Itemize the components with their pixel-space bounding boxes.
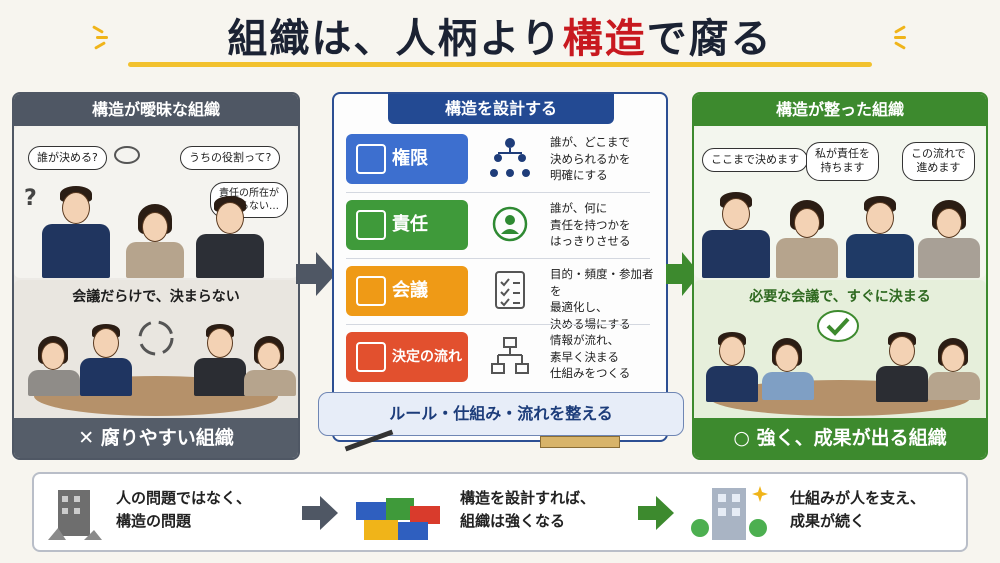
meeting-woman-figure	[760, 338, 816, 400]
authority-row: 権限 誰が、どこまで 決められるかを 明確にする	[346, 130, 656, 186]
page-title: 組織は、人柄より構造で腐る	[0, 6, 1000, 64]
row-description: 誰が、何に 責任を持つかを はっきりさせる	[550, 201, 631, 249]
panel-header: 構造が曖昧な組織	[14, 94, 298, 126]
meeting-scene: 会議だらけで、決まらない	[14, 280, 298, 420]
panel-header: 構造を設計する	[388, 94, 614, 124]
responsibility-tag: 責任	[346, 200, 468, 250]
flow-icon	[356, 342, 386, 372]
title-highlight: 構造	[562, 16, 647, 62]
authority-tag: 権限	[346, 134, 468, 184]
org-chart-icon	[490, 138, 530, 177]
confident-man-figure	[698, 192, 774, 278]
sparkle-icon	[92, 22, 114, 50]
flowchart-icon	[491, 337, 529, 374]
right-arrow-icon	[638, 496, 674, 530]
speech-bubble: この流れで 進めます	[902, 142, 975, 181]
speech-bubble: 私が責任を 持ちます	[806, 142, 879, 181]
divider	[346, 258, 650, 259]
confident-team-scene: ここまで決めます 私が責任を 持ちます この流れで 進めます	[694, 126, 986, 278]
ruler-icon	[540, 436, 620, 448]
meeting-man-figure	[872, 332, 932, 402]
sparkle-icon	[888, 22, 910, 50]
caption-bar: ○ 強く、成果が出る組織	[694, 418, 986, 458]
title-pre: 組織は、人柄より	[227, 16, 563, 62]
row-description: 目的・頻度・参加者を 最適化し、 決める場にする	[550, 267, 654, 332]
divider	[346, 324, 650, 325]
rules-banner: ルール・仕組み・流れを整える	[318, 392, 684, 436]
row-description: 誰が、どこまで 決められるかを 明確にする	[550, 135, 631, 183]
check-bubble-icon	[817, 310, 859, 342]
summary-bar: 人の問題ではなく、 構造の問題 構造を設計すれば、 組織は強くなる 仕組みが人を…	[32, 472, 968, 552]
right-arrow-icon	[296, 252, 336, 296]
meeting-man-figure	[76, 324, 136, 396]
meeting-tag: 会議	[346, 266, 468, 316]
clipboard-icon	[356, 210, 386, 240]
summary-text: 仕組みが人を支え、 成果が続く	[790, 489, 926, 530]
decision-flow-tag: 決定の流れ	[346, 332, 468, 382]
speech-bubble: ここまで決めます	[702, 148, 808, 173]
target-person-icon	[492, 206, 528, 242]
ambiguous-structure-panel: 構造が曖昧な組織 誰が決める? うちの役割って? 責任の所在が 分からない… ?…	[12, 92, 300, 460]
scene-label: 会議だらけで、決まらない	[72, 289, 240, 305]
meeting-woman-figure	[242, 336, 298, 396]
organized-structure-panel: 構造が整った組織 ここまで決めます 私が責任を 持ちます この流れで 進めます …	[692, 92, 988, 460]
flag-icon	[356, 144, 386, 174]
meeting-woman-figure	[24, 336, 84, 396]
summary-text: 人の問題ではなく、 構造の問題	[116, 489, 252, 530]
confident-man-figure	[842, 196, 918, 278]
title-post: で腐る	[646, 16, 773, 62]
meeting-man-figure	[190, 324, 250, 396]
right-arrow-icon	[302, 496, 338, 530]
confident-woman-figure	[772, 200, 842, 278]
meeting-row: 会議 目的・頻度・参加者を 最適化し、 決める場にする	[346, 262, 656, 331]
worried-man-figure	[190, 196, 270, 278]
scene-label: 必要な会議で、すぐに決まる	[749, 289, 931, 305]
confident-woman-figure	[914, 200, 984, 278]
meeting-man-figure	[702, 332, 762, 402]
decision-flow-row: 決定の流れ 情報が流れ、 素早く決まる 仕組みをつくる	[346, 328, 656, 384]
design-structure-panel: 構造を設計する 権限 誰が、どこまで 決められるかを 明確にする 責任 誰が、何…	[332, 92, 668, 442]
caption-bar: ✕ 腐りやすい組織	[14, 418, 298, 458]
productive-meeting-scene: 必要な会議で、すぐに決まる	[694, 280, 986, 420]
confused-team-scene: 誰が決める? うちの役割って? 責任の所在が 分からない… ?	[14, 126, 298, 278]
confused-woman-figure	[122, 204, 188, 278]
question-mark-icon: ?	[24, 186, 37, 211]
speech-bubble: 誰が決める?	[28, 146, 107, 171]
right-arrow-icon	[666, 252, 700, 296]
building-blocks-icon	[356, 498, 440, 540]
cycle-arrows-icon	[138, 320, 174, 356]
divider	[346, 192, 650, 193]
tangle-icon	[114, 146, 140, 164]
panel-header: 構造が整った組織	[694, 94, 986, 126]
title-underline	[128, 62, 872, 67]
meeting-woman-figure	[926, 338, 982, 400]
crumbling-building-icon	[48, 490, 102, 540]
row-description: 情報が流れ、 素早く決まる 仕組みをつくる	[550, 333, 631, 381]
checklist-icon	[495, 271, 525, 309]
confused-man-figure	[36, 186, 116, 278]
healthy-building-icon	[691, 486, 768, 540]
summary-text: 構造を設計すれば、 組織は強くなる	[460, 489, 596, 530]
meeting-icon	[356, 276, 386, 306]
responsibility-row: 責任 誰が、何に 責任を持つかを はっきりさせる	[346, 196, 656, 252]
speech-bubble: うちの役割って?	[180, 146, 281, 171]
